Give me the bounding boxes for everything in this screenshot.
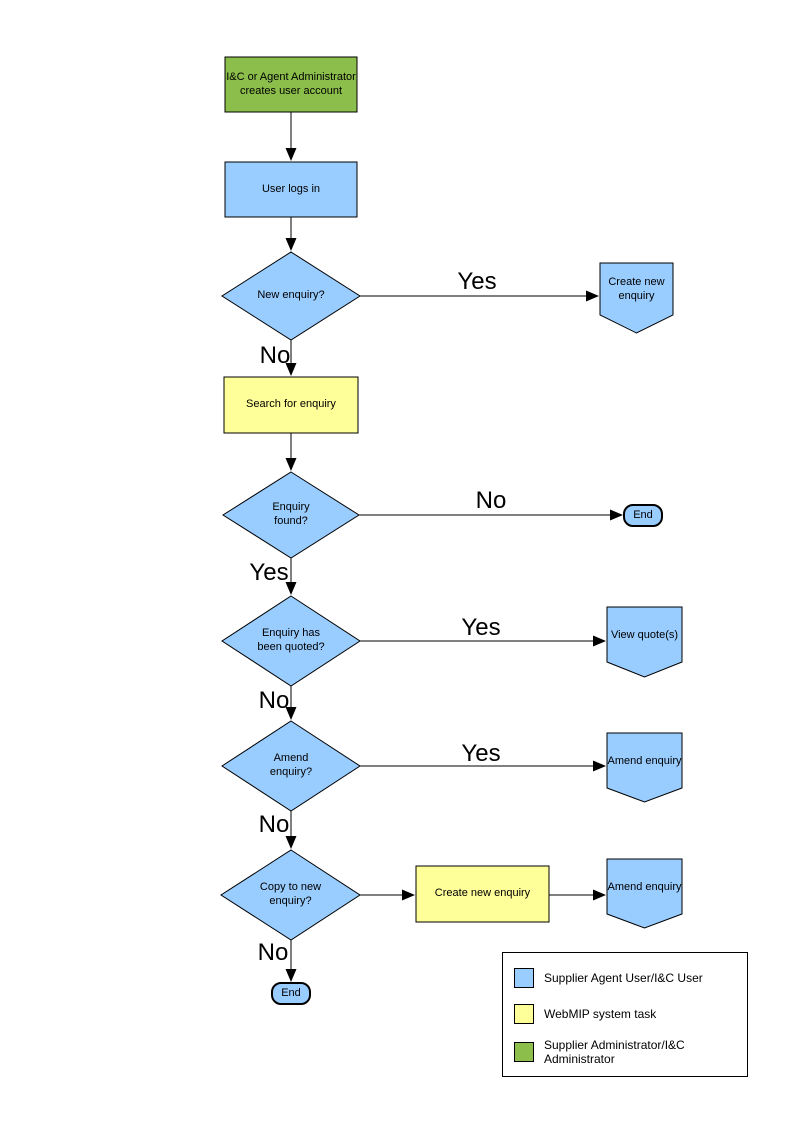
legend-item-supplier-administrator: Supplier Administrator/I&C Administrator — [514, 1038, 739, 1067]
node-amend-enquiry-connector-2 — [606, 858, 683, 929]
node-end-right — [623, 504, 663, 527]
legend-swatch-supplier-administrator — [514, 1042, 534, 1063]
node-amend-enquiry-decision — [221, 720, 361, 812]
node-user-login — [224, 161, 358, 218]
legend-item-supplier-agent-user: Supplier Agent User/I&C User — [514, 968, 739, 988]
node-create-new-enquiry-connector — [599, 262, 674, 334]
node-end-bottom — [271, 982, 311, 1005]
node-enquiry-quoted-decision — [221, 595, 361, 687]
node-view-quotes-connector — [606, 606, 683, 678]
node-search-for-enquiry — [223, 376, 359, 434]
legend-swatch-webmip-system-task — [514, 1004, 534, 1024]
node-create-account — [224, 56, 358, 113]
legend-swatch-supplier-agent-user — [514, 968, 534, 988]
legend-label-webmip-system-task: WebMIP system task — [544, 1006, 657, 1021]
node-copy-to-new-decision — [220, 849, 361, 941]
node-enquiry-found-decision — [222, 471, 360, 559]
legend: Supplier Agent User/I&C User WebMIP syst… — [502, 952, 748, 1077]
legend-label-supplier-administrator: Supplier Administrator/I&C Administrator — [544, 1038, 685, 1067]
node-create-new-enquiry-task — [415, 865, 550, 923]
node-new-enquiry-decision — [221, 251, 361, 341]
node-amend-enquiry-connector-1 — [606, 732, 683, 803]
legend-item-webmip-system-task: WebMIP system task — [514, 1004, 739, 1024]
legend-label-supplier-agent-user: Supplier Agent User/I&C User — [544, 970, 703, 985]
